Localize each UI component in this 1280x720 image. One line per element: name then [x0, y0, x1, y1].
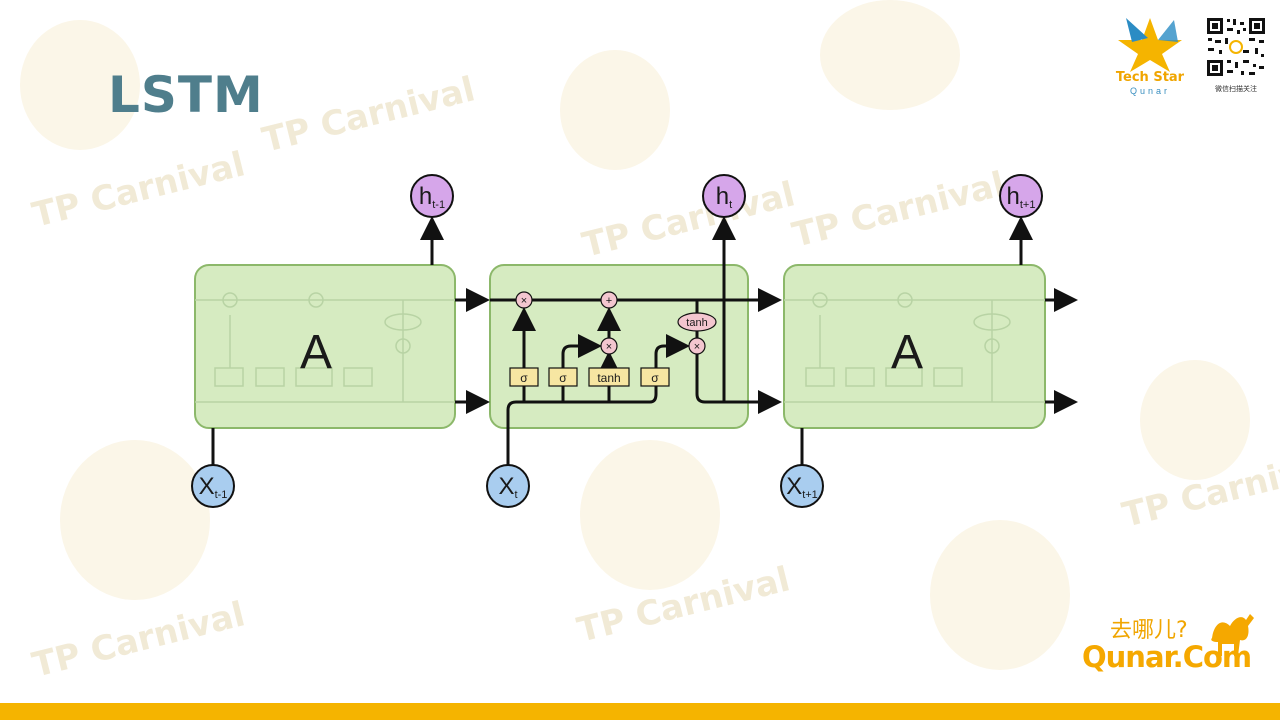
gate-sigma-input: σ — [548, 367, 578, 387]
cell-label: A — [891, 326, 923, 379]
node-main-label: h — [716, 183, 729, 210]
node-sub-label: t+1 — [1020, 199, 1036, 211]
qunar-slogan: 去哪儿? — [1110, 618, 1188, 643]
cell-label: A — [300, 326, 332, 379]
node-main-label: h — [1007, 183, 1020, 210]
output-node-t+1: ht+1 — [999, 174, 1043, 218]
bottom-accent-bar — [0, 703, 1280, 720]
gate-sigma-output: σ — [640, 367, 670, 387]
input-node-t: Xt — [486, 464, 530, 508]
watermark-mascot — [1140, 360, 1250, 480]
watermark-mascot — [20, 20, 140, 150]
gate-label: σ — [559, 371, 567, 385]
cell-box-center — [489, 264, 749, 429]
star-icon — [1118, 18, 1182, 72]
watermark-mascot — [580, 440, 720, 590]
slide-title: LSTM — [108, 66, 264, 124]
watermark-mascot — [820, 0, 960, 110]
svg-text:ht-1: ht-1 — [419, 183, 445, 211]
node-main-label: X — [199, 473, 215, 500]
techstar-sub: Qunar — [1129, 86, 1170, 96]
qunar-brand: Qunar.Com — [1082, 640, 1252, 674]
node-sub-label: t-1 — [215, 489, 228, 501]
center-cell-wiring — [490, 216, 782, 465]
node-sub-label: t — [729, 199, 732, 211]
op-label: × — [606, 341, 612, 353]
qr-caption: 微信扫描关注 — [1215, 85, 1257, 93]
input-node-t+1: Xt+1 — [780, 464, 824, 508]
node-sub-label: t-1 — [432, 199, 445, 211]
qr-code-icon — [1205, 16, 1267, 78]
cell-box-right — [783, 264, 1046, 429]
gate-label: tanh — [597, 371, 620, 385]
op-tanh: tanh — [677, 312, 717, 332]
op-multiply-forget: × — [515, 291, 533, 309]
node-sub-label: t — [514, 489, 517, 501]
node-sub-label: t+1 — [802, 489, 818, 501]
op-label: × — [694, 341, 700, 353]
output-node-t-1: ht-1 — [410, 174, 454, 218]
gate-label: σ — [651, 371, 659, 385]
svg-text:Xt: Xt — [498, 473, 517, 501]
svg-text:ht+1: ht+1 — [1007, 183, 1036, 211]
techstar-logo: Tech Star Qunar — [1108, 14, 1192, 98]
gate-sigma-forget: σ — [509, 367, 539, 387]
output-node-t: ht — [702, 174, 746, 218]
svg-text:ht: ht — [716, 183, 732, 211]
op-multiply-input: × — [600, 337, 618, 355]
gate-tanh-candidate: tanh — [588, 367, 630, 387]
watermark-mascot — [560, 50, 670, 170]
op-multiply-output: × — [688, 337, 706, 355]
watermark-mascot — [60, 440, 210, 600]
node-main-label: h — [419, 183, 432, 210]
techstar-name: Tech Star — [1115, 70, 1185, 85]
input-node-t-1: Xt-1 — [191, 464, 235, 508]
op-label: tanh — [686, 317, 707, 329]
svg-text:Xt+1: Xt+1 — [786, 473, 818, 501]
camel-icon — [1211, 614, 1254, 656]
op-label: × — [521, 295, 527, 307]
faded-internals-right — [784, 292, 1045, 403]
gate-label: σ — [520, 371, 528, 385]
node-main-label: X — [786, 473, 802, 500]
cell-box-left — [194, 264, 456, 429]
op-add: + — [600, 291, 618, 309]
node-main-label: X — [498, 473, 514, 500]
svg-text:Xt-1: Xt-1 — [199, 473, 228, 501]
faded-internals-left — [195, 292, 455, 403]
watermark-mascot — [930, 520, 1070, 670]
op-label: + — [606, 295, 612, 307]
